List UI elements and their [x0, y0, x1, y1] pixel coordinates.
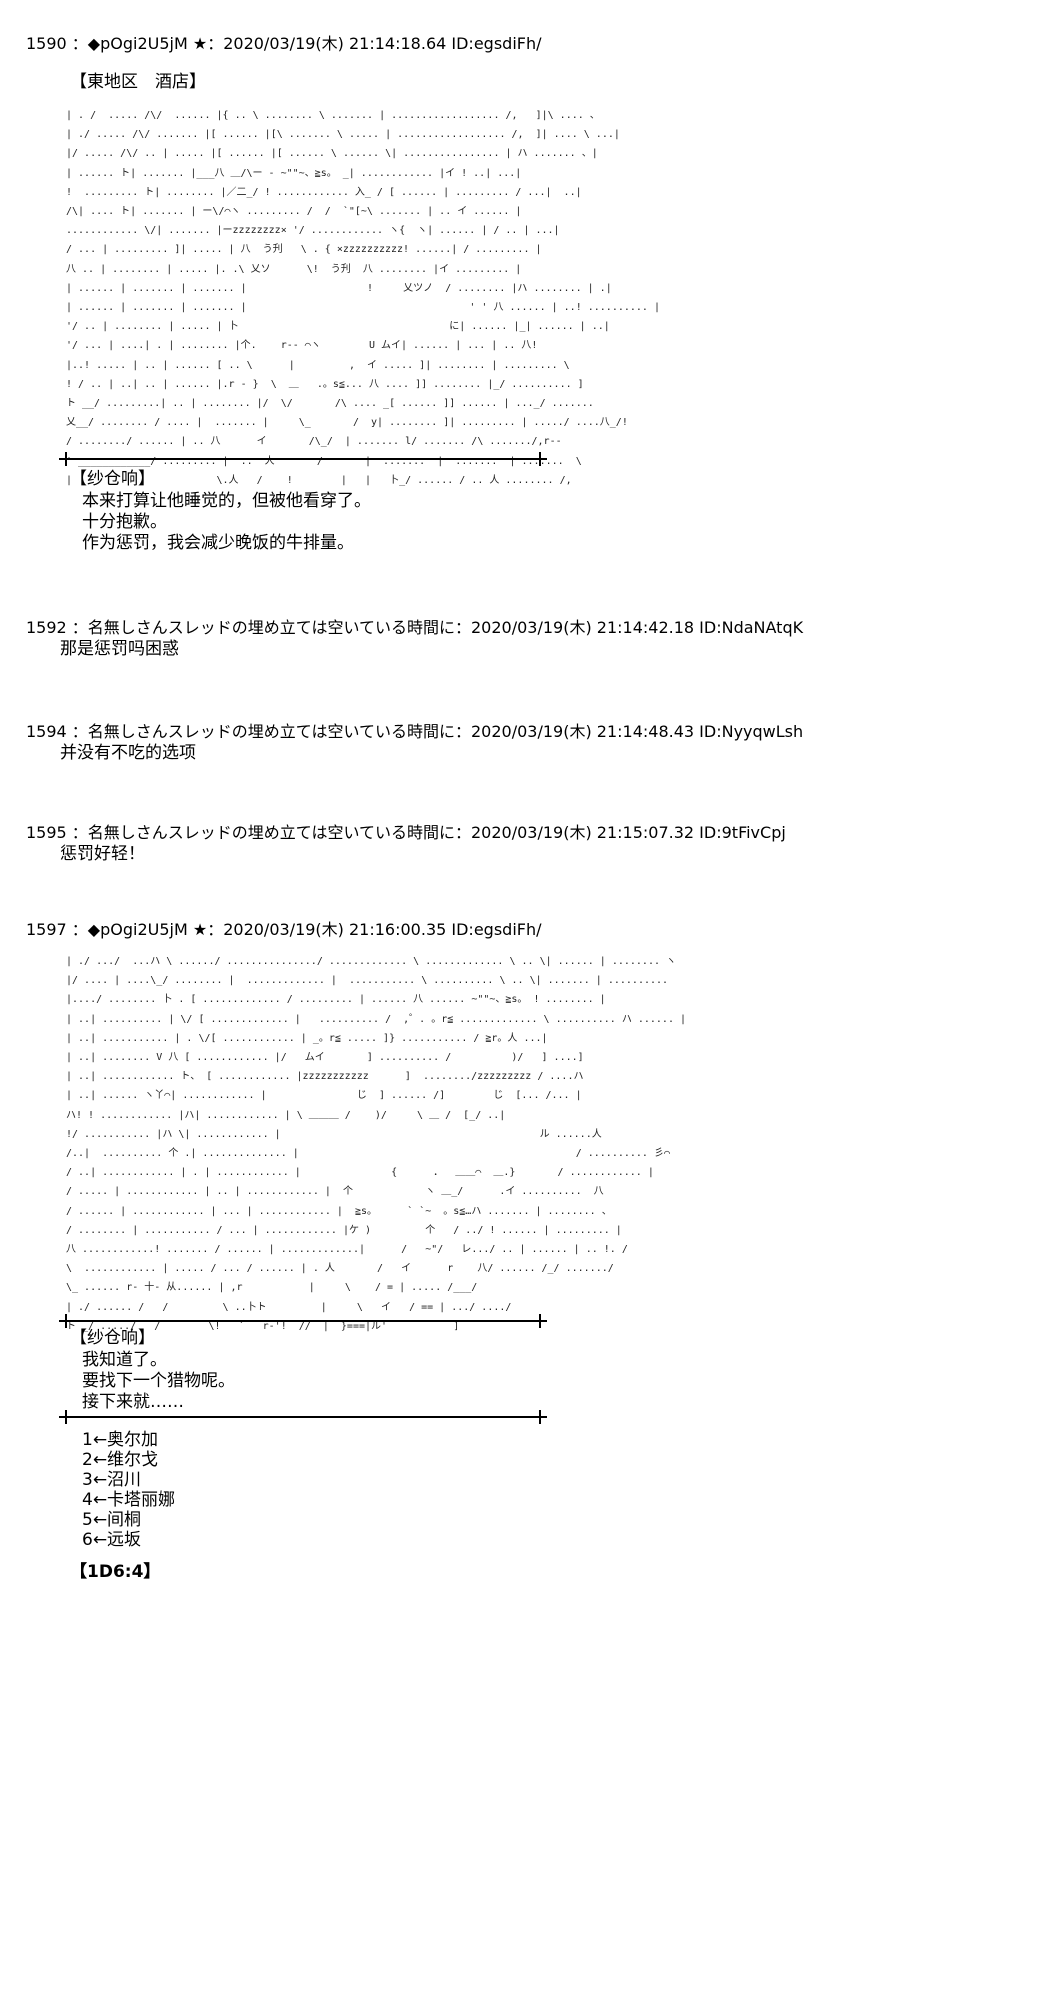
divider — [66, 1416, 540, 1418]
divider-cross-left — [59, 1410, 73, 1424]
post-header: 1590 ：◆pOgi2U5jM ★：2020/03/19(木) 21:14:1… — [26, 34, 542, 53]
dice-result: 【1D6:4】 — [70, 1562, 161, 1582]
ascii-art-scene: | . / ..... /\/ ...... |{ .. \ ........ … — [66, 110, 660, 486]
choice-item: 5←间桐 — [82, 1510, 142, 1530]
divider — [66, 458, 540, 460]
dialogue-lines: 本来打算让他睡觉的，但被他看穿了。 十分抱歉。 作为惩罚，我会减少晚饭的牛排量。 — [82, 491, 371, 554]
post-header: 1594 ：名無しさんスレッドの埋め立ては空いている時間に：2020/03/19… — [26, 722, 804, 741]
post-header: 1592 ：名無しさんスレッドの埋め立ては空いている時間に：2020/03/19… — [26, 618, 804, 637]
speaker-label: 【纱仓响】 — [70, 469, 155, 489]
post-header: 1597 ：◆pOgi2U5jM ★：2020/03/19(木) 21:16:0… — [26, 920, 542, 939]
choice-item: 1←奥尔加 — [82, 1430, 159, 1450]
post-header: 1595 ：名無しさんスレッドの埋め立ては空いている時間に：2020/03/19… — [26, 823, 786, 842]
divider-cross-right — [533, 452, 547, 466]
dialogue-lines: 我知道了。 要找下一个猎物呢。 接下来就…… — [82, 1350, 235, 1413]
dialogue-line: 作为惩罚，我会减少晚饭的牛排量。 — [82, 533, 354, 553]
dialogue-line: 要找下一个猎物呢。 — [82, 1371, 235, 1391]
divider-cross-right — [533, 1410, 547, 1424]
divider-cross-right — [533, 1314, 547, 1328]
choice-item: 2←维尔戈 — [82, 1450, 159, 1470]
divider-cross-left — [59, 452, 73, 466]
divider — [66, 1320, 540, 1322]
choice-item: 4←卡塔丽娜 — [82, 1490, 176, 1510]
dialogue-line: 我知道了。 — [82, 1350, 167, 1370]
reply-text: 并没有不吃的选项 — [60, 743, 196, 763]
ascii-art-scene: | ./ .../ ...ハ \ ....../ ...............… — [66, 956, 687, 1332]
choice-list: 1←奥尔加 2←维尔戈 3←沼川 4←卡塔丽娜 5←间桐 6←远坂 — [82, 1430, 175, 1550]
reply-text: 那是惩罚吗困惑 — [60, 639, 179, 659]
speaker-label: 【纱仓响】 — [70, 1328, 155, 1348]
reply-text: 惩罚好轻！ — [60, 844, 145, 864]
dialogue-line: 接下来就…… — [82, 1392, 184, 1412]
choice-item: 3←沼川 — [82, 1470, 142, 1490]
dialogue-line: 十分抱歉。 — [82, 512, 167, 532]
choice-item: 6←远坂 — [82, 1530, 142, 1550]
scene-label: 【東地区 酒店】 — [70, 72, 206, 92]
divider-cross-left — [59, 1314, 73, 1328]
dialogue-line: 本来打算让他睡觉的，但被他看穿了。 — [82, 491, 371, 511]
